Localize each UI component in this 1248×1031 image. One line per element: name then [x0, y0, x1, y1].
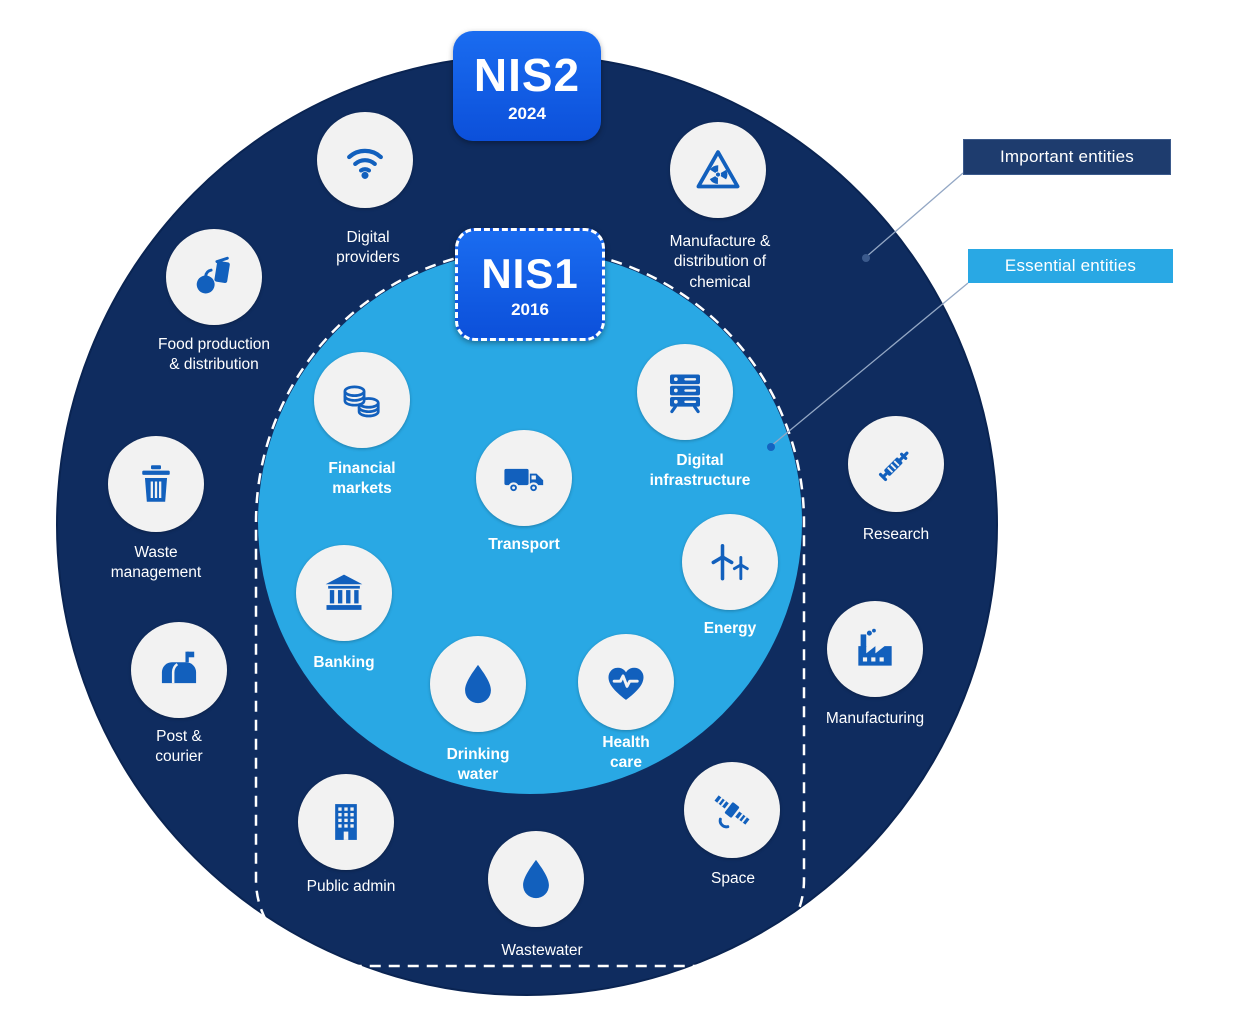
essential-entities-dashed-boundary: [254, 246, 806, 968]
transport-label: Transport: [488, 536, 560, 553]
office-building-icon: [335, 804, 357, 840]
financial-markets-icon-circle: [314, 352, 410, 448]
nis1-badge-year: 2016: [511, 299, 549, 319]
water-drop-icon: [523, 859, 549, 899]
essential-entities-legend-label: Essential entities: [1004, 256, 1137, 275]
energy-icon-circle: [682, 514, 778, 610]
wifi-icon: [347, 148, 383, 179]
syringe-icon: [878, 451, 909, 482]
coins-icon: [343, 385, 380, 418]
wastewater-label: Wastewater: [501, 942, 583, 959]
manufacturing-label: Manufacturing: [825, 710, 925, 727]
waste-management-label: Waste management: [110, 544, 202, 582]
important-entities-legend: Important entities: [963, 139, 1171, 175]
nis1-badge: NIS1 2016: [455, 228, 605, 341]
health-care-icon-circle: [578, 634, 674, 730]
digital-providers-icon-circle: [317, 112, 413, 208]
factory-icon: [858, 628, 892, 666]
banking-label: Banking: [313, 654, 375, 671]
energy-label: Energy: [703, 620, 757, 637]
water-drop-icon: [465, 664, 491, 704]
drinking-water-label: Drinking water: [446, 746, 510, 784]
space-label: Space: [711, 870, 755, 887]
nis2-badge-title: NIS2: [473, 49, 581, 101]
wastewater-icon-circle: [488, 831, 584, 927]
digital-infrastructure-icon-circle: [637, 344, 733, 440]
chemical-icon-circle: [670, 122, 766, 218]
important-entities-connector-line: [865, 172, 964, 258]
nis1-badge-title: NIS1: [481, 249, 579, 297]
essential-entities-connector-line: [770, 282, 969, 447]
chemical-label: Manufacture & distribution of chemical: [669, 233, 771, 291]
mailbox-icon: [161, 651, 197, 684]
satellite-icon: [714, 795, 750, 829]
radiation-triangle-icon: [696, 150, 740, 189]
banking-icon-circle: [296, 545, 392, 641]
nis2-badge-year: 2024: [508, 104, 546, 123]
food-icon-circle: [166, 229, 262, 325]
trash-can-icon: [142, 465, 170, 502]
essential-entities-connector-dot: [767, 443, 775, 451]
financial-markets-label: Financial markets: [328, 460, 396, 498]
research-label: Research: [862, 526, 930, 543]
nis2-badge: NIS2 2024: [453, 31, 601, 141]
truck-icon: [504, 468, 544, 494]
food-apple-carton-icon: [196, 256, 230, 294]
food-label: Food production & distribution: [157, 336, 271, 374]
essential-entities-legend: Essential entities: [968, 249, 1173, 283]
bank-icon: [325, 574, 363, 610]
drinking-water-icon-circle: [430, 636, 526, 732]
transport-icon-circle: [476, 430, 572, 526]
post-courier-label: Post & courier: [155, 728, 203, 766]
manufacturing-icon-circle: [827, 601, 923, 697]
research-icon-circle: [848, 416, 944, 512]
server-rack-icon: [670, 374, 700, 414]
space-icon-circle: [684, 762, 780, 858]
important-entities-connector-dot: [862, 254, 870, 262]
digital-providers-label: Digital providers: [336, 229, 400, 267]
health-care-label: Health care: [602, 734, 650, 772]
public-admin-label: Public admin: [306, 878, 396, 895]
waste-management-icon-circle: [108, 436, 204, 532]
important-entities-legend-label: Important entities: [1000, 147, 1134, 166]
wind-turbine-icon: [711, 543, 749, 581]
post-courier-icon-circle: [131, 622, 227, 718]
heart-pulse-icon: [608, 667, 644, 700]
public-admin-icon-circle: [298, 774, 394, 870]
digital-infrastructure-label: Digital infrastructure: [649, 452, 751, 490]
